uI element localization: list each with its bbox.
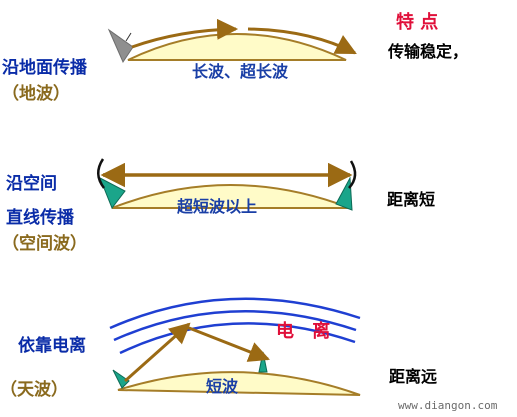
title: 特 点 xyxy=(396,12,439,33)
ionosphere-layer-3 xyxy=(119,322,356,355)
bracket-space: （空间波） xyxy=(2,234,87,254)
method-sky: 依靠电离 xyxy=(18,336,86,356)
left-tower-icon xyxy=(99,176,126,210)
characteristic-space: 距离短 xyxy=(387,190,436,209)
ground-antenna-icon xyxy=(107,28,134,64)
characteristic-ground: 传输稳定， xyxy=(388,42,469,61)
earth-surface-3 xyxy=(117,371,361,396)
transmitter-icon xyxy=(112,369,130,389)
wave-label-sky: 短波 xyxy=(206,377,239,396)
ionosphere-label: 电 离 xyxy=(276,321,337,342)
method-space-line2: 直线传播 xyxy=(6,208,74,228)
wave-label-ground: 长波、超长波 xyxy=(192,62,289,81)
wave-label-space: 超短波以上 xyxy=(177,197,258,216)
earth-surface-1 xyxy=(127,33,347,61)
ground-wave-arrow-1 xyxy=(131,18,239,49)
ground-wave-arrow-2 xyxy=(247,27,357,55)
method-space-line1: 沿空间 xyxy=(6,174,57,194)
ionosphere-layer-2 xyxy=(113,309,357,342)
receiver-icon xyxy=(258,351,268,373)
ionosphere-layer-1 xyxy=(109,297,361,330)
bracket-ground: （地波） xyxy=(2,84,70,104)
right-tower-icon xyxy=(335,176,353,211)
left-dish-icon xyxy=(97,158,106,189)
sky-wave-arrow-down xyxy=(183,324,270,362)
bracket-sky: （天波） xyxy=(0,380,68,400)
sky-wave-arrow-up xyxy=(124,322,191,383)
characteristic-sky: 距离远 xyxy=(389,367,438,386)
right-dish-icon xyxy=(348,160,357,189)
method-ground: 沿地面传播 xyxy=(2,58,87,78)
watermark: www.diangon.com xyxy=(398,399,498,412)
antenna-mast xyxy=(125,32,132,42)
